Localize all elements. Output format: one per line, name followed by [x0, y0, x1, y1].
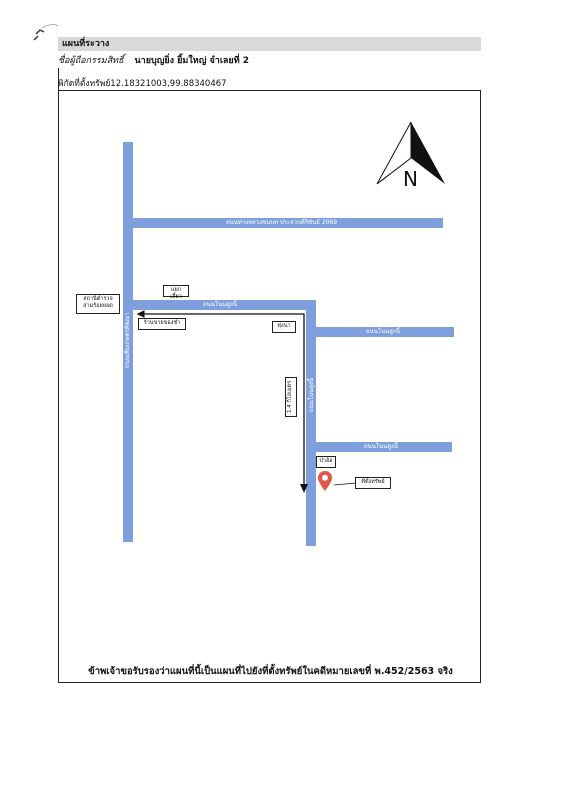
- frame-corner: [58, 68, 59, 90]
- start-text: ทุ่งนา: [277, 323, 291, 329]
- label-forest: ป่าอ้อ: [316, 456, 336, 468]
- label-distance: 1.4 กิโลเมตร: [285, 377, 297, 417]
- scan-mark: [33, 24, 59, 41]
- label-shop: ร้านขายของชำ: [138, 318, 186, 330]
- shop-text: ร้านขายของชำ: [143, 320, 181, 326]
- label-property: ที่ตั้งทรัพย์: [355, 477, 391, 489]
- header-bar: แผนที่ระวาง: [58, 37, 481, 51]
- road-label-branch-top: ถนนโนนสูงนี้: [203, 301, 237, 308]
- road-label-top-horizontal: ถนนทางหลวงชนบท ประจวบคีรีขันธ์ 2069: [226, 219, 338, 226]
- coordinate-value: 12.18321003,99.88340467: [110, 79, 227, 89]
- page-title: แผนที่ระวาง: [62, 39, 110, 49]
- location-pin-icon: [318, 471, 332, 491]
- road-branch-top: [133, 300, 315, 310]
- road-left-vertical: [123, 142, 133, 542]
- owner-label: ชื่อผู้ถือกรรมสิทธิ์: [58, 56, 124, 66]
- road-top-horizontal: [133, 218, 443, 228]
- property-pointer-line: [333, 482, 357, 486]
- map-frame: [58, 90, 481, 683]
- north-label: N: [403, 167, 418, 188]
- certification-statement: ข้าพเจ้าขอรับรองว่าแผนที่นี้เป็นแผนที่ไป…: [88, 666, 453, 677]
- road-branch-right-2: [316, 442, 452, 452]
- owner-value: นายบุญยิ่ง ยิ้มใหญ่ จำเลยที่ 2: [134, 56, 250, 66]
- road-label-branch-right-2: ถนนโนนสูงนี้: [364, 443, 398, 450]
- property-text: ที่ตั้งทรัพย์: [361, 479, 385, 485]
- distance-text: 1.4 กิโลเมตร: [287, 380, 293, 414]
- owner-line: ชื่อผู้ถือกรรมสิทธิ์ นายบุญยิ่ง ยิ้มใหญ่…: [58, 55, 249, 67]
- forest-text: ป่าอ้อ: [319, 458, 333, 464]
- label-start: ทุ่งนา: [272, 321, 296, 333]
- road-branch-vertical: [306, 300, 316, 546]
- road-label-branch-right-1: ถนนโนนสูงนี้: [366, 328, 400, 335]
- road-branch-right-1: [316, 327, 454, 337]
- turn-text: แยกเลี้ยว: [170, 287, 182, 300]
- coordinate-line: พิกัดที่ตั้งทรัพย์12.18321003,99.8834046…: [58, 78, 227, 90]
- police-station-text: สถานีตำรวจ สามร้อยยอด: [83, 296, 113, 309]
- label-turn: แยกเลี้ยว: [163, 285, 189, 300]
- north-arrow-icon: N: [376, 121, 445, 188]
- coordinate-label: พิกัดที่ตั้งทรัพย์: [58, 79, 111, 89]
- label-police-station: สถานีตำรวจ สามร้อยยอด: [76, 294, 120, 314]
